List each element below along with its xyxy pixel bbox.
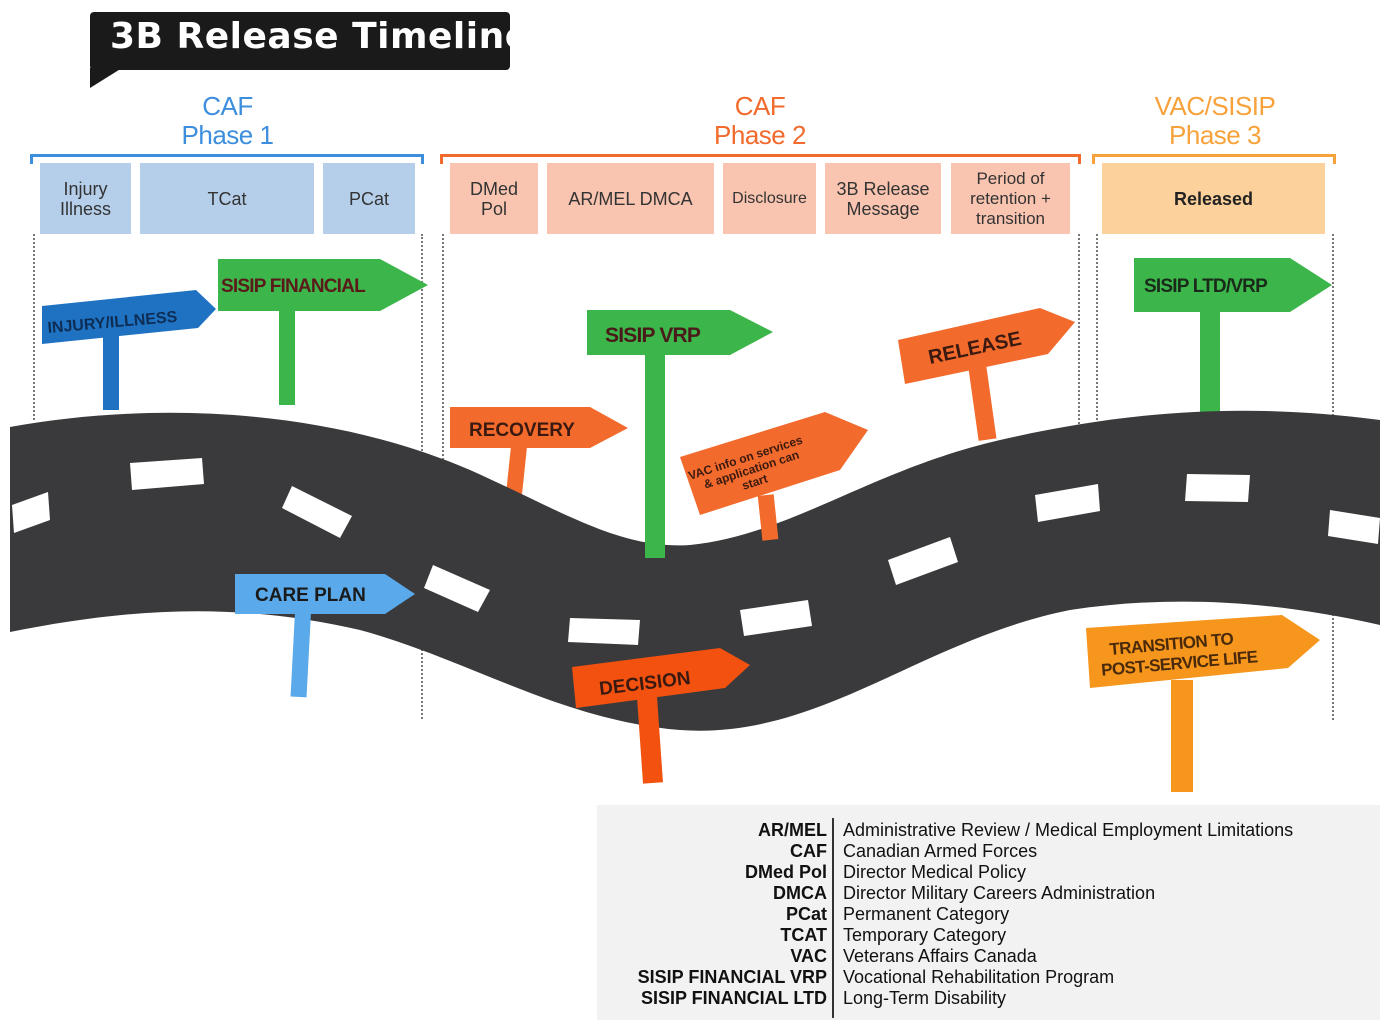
category-tcat: TCat <box>140 163 314 234</box>
phase-2-bracket <box>440 154 1081 164</box>
phase-3-line2: Phase 3 <box>1169 120 1261 150</box>
injury-illness-sign <box>42 290 216 344</box>
phase-2-line2: Phase 2 <box>714 120 806 150</box>
sisip-vrp-sign <box>587 310 773 355</box>
recovery-sign-label: RECOVERY <box>469 420 575 441</box>
category-dmed-pol: DMed Pol <box>450 163 538 234</box>
phase-1-line2: Phase 1 <box>181 120 274 150</box>
care-plan-post <box>290 604 312 698</box>
legend-definition: Canadian Armed Forces <box>843 841 1038 861</box>
phase-2-header: CAF Phase 2 <box>660 92 860 150</box>
decision-post <box>636 694 663 784</box>
legend-abbreviation: PCat <box>785 904 827 924</box>
sisip-financial-sign-label: SISIP FINANCIAL <box>221 276 366 297</box>
legend-abbreviation: CAF <box>790 841 827 861</box>
legend-abbreviation: DMCA <box>773 883 827 903</box>
category-disclosure: Disclosure <box>723 163 816 234</box>
road <box>10 410 1380 731</box>
release-post <box>967 359 997 441</box>
phase-1-left-separator <box>33 234 35 420</box>
page-title: 3B Release Timeline <box>110 16 530 57</box>
sisip-financial-post <box>279 305 295 405</box>
legend-definition: Vocational Rehabilitation Program <box>843 967 1115 987</box>
phase-3-line1: VAC/SISIP <box>1154 91 1276 121</box>
recovery-sign <box>450 407 628 448</box>
injury-post <box>103 330 119 410</box>
phase-2-left-separator <box>442 234 444 564</box>
sisip-financial-sign <box>218 259 428 311</box>
phase-2-line1: CAF <box>734 91 786 121</box>
phase-2-right-separator <box>1078 234 1080 424</box>
category-injury-illness: Injury Illness <box>40 163 131 234</box>
legend-abbreviation: DMed Pol <box>744 862 827 882</box>
sisip-ltd-vrp-sign-label: SISIP LTD/VRP <box>1144 276 1268 297</box>
care-plan-sign <box>235 574 415 614</box>
legend-abbreviation: AR/MEL <box>758 820 827 840</box>
sisip-ltd-post <box>1200 310 1220 415</box>
category-released: Released <box>1102 163 1325 234</box>
legend-definition: Director Military Careers Administration <box>843 883 1156 903</box>
legend-definition: Veterans Affairs Canada <box>843 946 1037 966</box>
legend-divider <box>832 818 834 1018</box>
decision-sign <box>572 648 750 708</box>
phase-1-line1: CAF <box>202 91 253 121</box>
category-retention: Period of retention + transition <box>951 163 1070 234</box>
phase-1-header: CAF Phase 1 <box>140 92 315 150</box>
legend-definition: Permanent Category <box>843 904 1010 924</box>
phase-3-bracket <box>1092 154 1336 164</box>
legend-definition: Director Medical Policy <box>843 862 1027 882</box>
vac-info-post <box>757 494 779 541</box>
phase-3-header: VAC/SISIP Phase 3 <box>1115 92 1315 150</box>
title-banner <box>90 12 510 70</box>
sisip-ltd-vrp-sign <box>1134 258 1332 312</box>
transition-post <box>1171 680 1193 792</box>
release-sign <box>898 308 1075 384</box>
legend-abbreviation: SISIP FINANCIAL VRP <box>637 967 827 987</box>
category-release-message: 3B Release Message <box>825 163 941 234</box>
sisip-vrp-post <box>645 350 665 558</box>
legend-definition: Administrative Review / Medical Employme… <box>843 820 1294 840</box>
legend-abbreviation: VAC <box>790 946 827 966</box>
vac-info-sign <box>680 412 868 515</box>
transition-sign <box>1086 615 1320 688</box>
category-armel-dmca: AR/MEL DMCA <box>547 163 714 234</box>
sisip-vrp-sign-label: SISIP VRP <box>605 324 701 347</box>
category-pcat: PCat <box>323 163 415 234</box>
phase-3-left-separator <box>1096 234 1098 424</box>
abbreviation-legend <box>597 805 1380 1020</box>
phase-1-bracket <box>30 154 424 164</box>
legend-definition: Long-Term Disability <box>843 988 1007 1008</box>
title-banner-tail <box>90 68 122 88</box>
care-plan-sign-label: CARE PLAN <box>255 585 366 606</box>
lane-dashes <box>12 458 1380 645</box>
legend-definition: Temporary Category <box>843 925 1007 945</box>
legend-abbreviation: SISIP FINANCIAL LTD <box>640 988 827 1008</box>
legend-abbreviation: TCAT <box>780 925 827 945</box>
